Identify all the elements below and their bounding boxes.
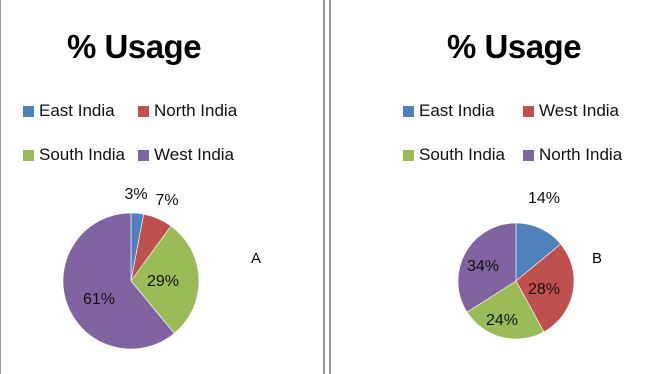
slice-label: 29% xyxy=(146,273,180,290)
slice-label: 7% xyxy=(155,192,179,209)
legend-label: West India xyxy=(154,145,235,164)
legend-label: West India xyxy=(539,101,620,120)
panel-label: A xyxy=(251,250,262,267)
legend-entry: East India xyxy=(23,101,115,121)
legend-entry: South India xyxy=(23,145,125,165)
legend-entry: South India xyxy=(403,145,505,165)
legend-swatch xyxy=(23,149,34,161)
chart-panel-a: % Usage East India North India South Ind… xyxy=(0,0,323,374)
pie-slice-north-india xyxy=(457,222,517,313)
legend-label: East India xyxy=(39,101,115,120)
legend-entry: West India xyxy=(138,145,234,165)
legend-label: South India xyxy=(39,145,126,164)
legend-swatch xyxy=(523,105,534,117)
legend-swatch xyxy=(523,149,534,161)
slice-label: 28% xyxy=(527,281,561,298)
legend-swatch xyxy=(23,105,34,117)
pie-slice-east-india xyxy=(515,222,562,282)
legend-entry: East India xyxy=(403,101,495,121)
pie-slice-west-india xyxy=(62,212,175,350)
chart-panel-b: % Usage East India West India South Indi… xyxy=(333,0,649,374)
slice-label: 24% xyxy=(485,312,519,329)
legend-label: North India xyxy=(154,101,238,120)
slice-label: 14% xyxy=(527,190,561,207)
slice-label: 61% xyxy=(82,291,116,308)
pie-chart-b xyxy=(457,222,575,340)
legend-entry: West India xyxy=(523,101,619,121)
legend-label: East India xyxy=(419,101,495,120)
chart-title: % Usage xyxy=(67,28,202,65)
slice-label: 34% xyxy=(466,258,500,275)
legend-entry: North India xyxy=(138,101,237,121)
legend-swatch xyxy=(403,149,414,161)
legend-swatch xyxy=(138,149,149,161)
pie-chart-a xyxy=(62,212,200,350)
divider xyxy=(329,0,331,374)
pie-slice-west-india xyxy=(515,243,575,333)
chart-title: % Usage xyxy=(447,28,582,65)
legend-swatch xyxy=(138,105,149,117)
legend-label: South India xyxy=(419,145,506,164)
legend-swatch xyxy=(403,105,414,117)
pie-slice-south-india xyxy=(466,280,545,340)
legend-label: North India xyxy=(539,145,623,164)
legend-entry: North India xyxy=(523,145,622,165)
pie-slice-south-india xyxy=(130,225,200,334)
slice-label: 3% xyxy=(124,186,148,203)
divider xyxy=(323,0,325,374)
panel-label: B xyxy=(592,250,603,267)
